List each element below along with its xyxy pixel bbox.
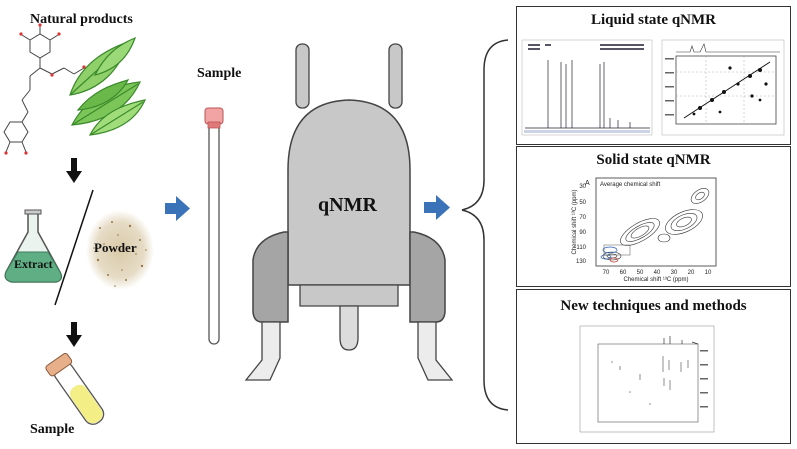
solid-state-title: Solid state qNMR (596, 152, 711, 168)
liquid-state-title: Liquid state qNMR (590, 12, 717, 28)
solid-state-panel: Solid state qNMR (516, 146, 791, 287)
natural-products-label: Natural products (30, 12, 133, 27)
sample-bottom-label: Sample (30, 422, 75, 437)
new-techniques-title: New techniques and methods (560, 298, 747, 314)
liquid-state-panel: Liquid state qNMR (516, 6, 791, 145)
powder-label: Powder (94, 240, 137, 255)
qnmr-label: qNMR (318, 194, 377, 216)
sample-label: Sample (197, 66, 242, 81)
new-techniques-panel: New techniques and methods (516, 289, 791, 444)
extract-label: Extract (14, 257, 53, 271)
